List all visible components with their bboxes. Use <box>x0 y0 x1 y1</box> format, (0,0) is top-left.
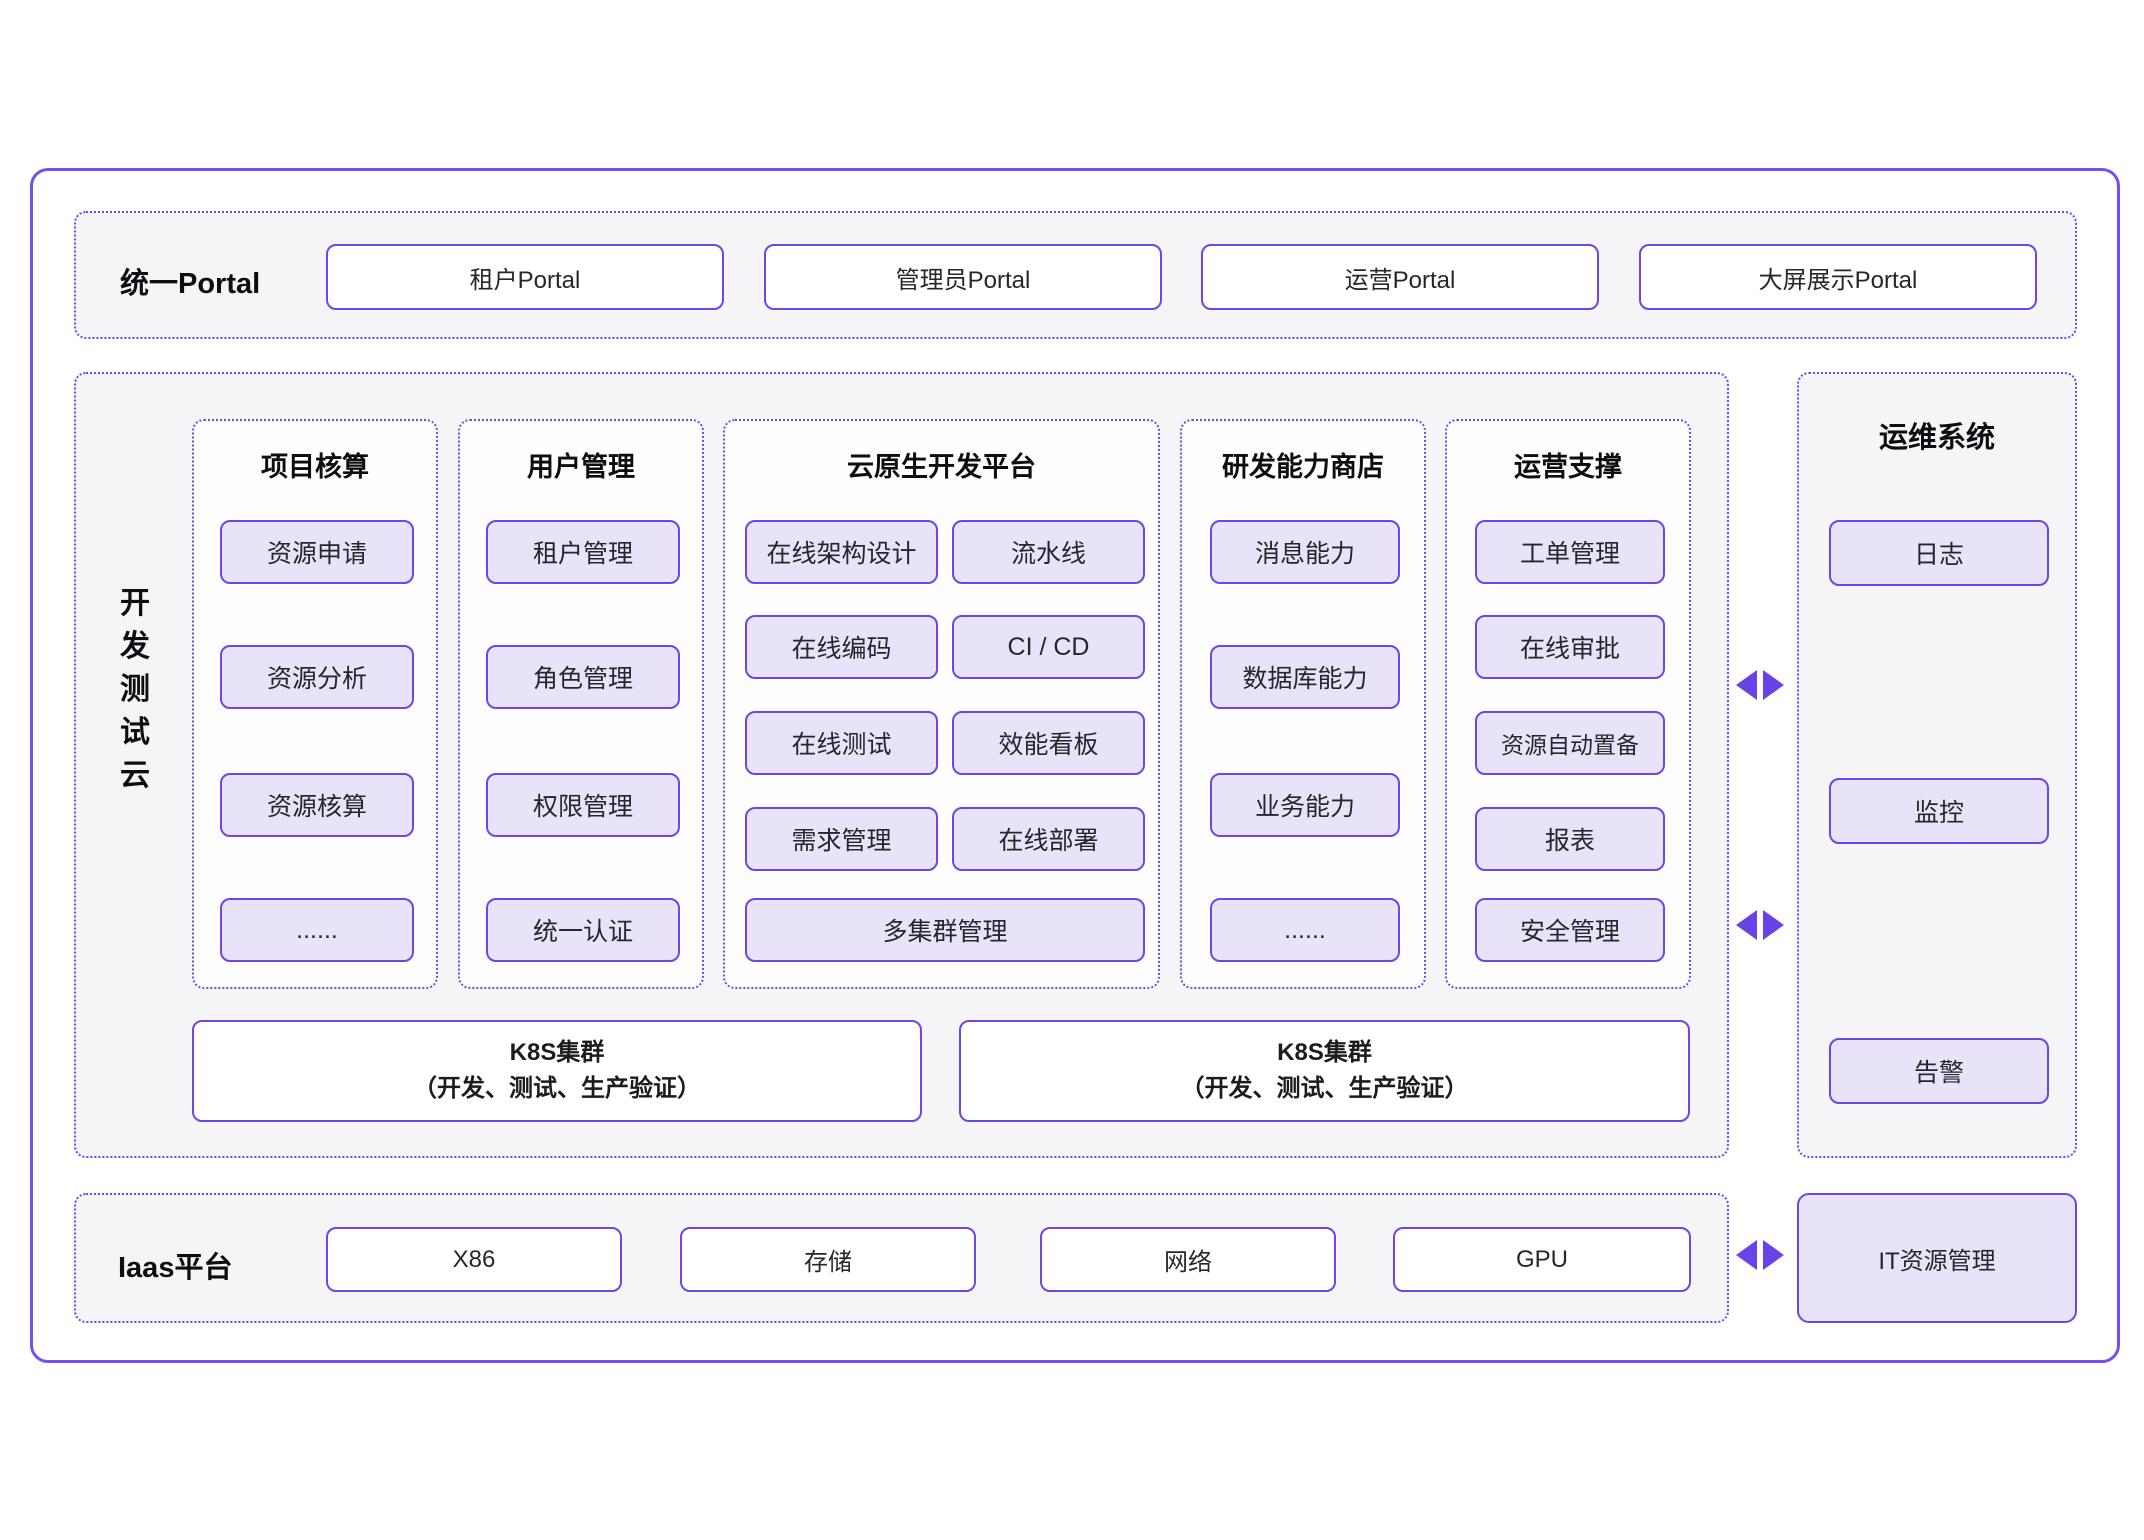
column-title: 用户管理 <box>527 452 635 482</box>
diagram-box: CI / CD <box>952 615 1145 679</box>
diagram-box: 角色管理 <box>486 645 680 709</box>
right-arrow-icon <box>1763 1240 1784 1270</box>
iaas-platform-label: Iaas平台 <box>118 1252 233 1284</box>
bidirectional-arrow <box>1735 1239 1785 1271</box>
admin-portal-box: 管理员Portal <box>764 244 1162 310</box>
diagram-box: 流水线 <box>952 520 1145 584</box>
diagram-box: 在线测试 <box>745 711 938 775</box>
diagram-box: 在线部署 <box>952 807 1145 871</box>
k8s-cluster-box: K8S集群 （开发、测试、生产验证） <box>959 1020 1690 1122</box>
column-title: 运营支撑 <box>1514 452 1622 482</box>
network-box: 网络 <box>1040 1227 1336 1292</box>
unified-portal-section: 统一Portal 租户Portal 管理员Portal 运营Portal 大屏展… <box>74 211 2077 339</box>
ops-system-title: 运维系统 <box>1878 422 1995 454</box>
left-arrow-icon <box>1736 1240 1757 1270</box>
diagram-box: 资源申请 <box>220 520 414 584</box>
bidirectional-arrow <box>1735 669 1785 701</box>
column-user-management: 用户管理 租户管理 角色管理 权限管理 统一认证 <box>458 419 704 989</box>
diagram-box: 工单管理 <box>1475 520 1665 584</box>
diagram-box: 安全管理 <box>1475 898 1665 962</box>
iaas-platform-section: Iaas平台 X86 存储 网络 GPU <box>74 1193 1729 1323</box>
diagram-box: 日志 <box>1829 520 2049 586</box>
column-rd-capability-store: 研发能力商店 消息能力 数据库能力 业务能力 ...... <box>1180 419 1426 989</box>
right-arrow-icon <box>1763 670 1784 700</box>
diagram-box: 资源分析 <box>220 645 414 709</box>
diagram-box: 监控 <box>1829 778 2049 844</box>
storage-box: 存储 <box>680 1227 976 1292</box>
diagram-box: 需求管理 <box>745 807 938 871</box>
column-operation-support: 运营支撑 工单管理 在线审批 资源自动置备 报表 安全管理 <box>1445 419 1691 989</box>
bidirectional-arrow <box>1735 909 1785 941</box>
diagram-box: 数据库能力 <box>1210 645 1400 709</box>
dev-test-cloud-section: 开发测试云 项目核算 资源申请 资源分析 资源核算 ...... 用户管理 租户… <box>74 372 1729 1158</box>
diagram-box: 消息能力 <box>1210 520 1400 584</box>
k8s-cluster-line2: （开发、测试、生产验证） <box>413 1075 701 1102</box>
diagram-box: 统一认证 <box>486 898 680 962</box>
diagram-box: 在线架构设计 <box>745 520 938 584</box>
diagram-box: 多集群管理 <box>745 898 1145 962</box>
column-title: 云原生开发平台 <box>847 452 1036 482</box>
diagram-box: 权限管理 <box>486 773 680 837</box>
diagram-box: ...... <box>1210 898 1400 962</box>
unified-portal-label: 统一Portal <box>120 268 261 300</box>
left-arrow-icon <box>1736 670 1757 700</box>
bigscreen-portal-box: 大屏展示Portal <box>1639 244 2037 310</box>
diagram-box: 资源自动置备 <box>1475 711 1665 775</box>
tenant-portal-box: 租户Portal <box>326 244 724 310</box>
column-title: 项目核算 <box>261 452 369 482</box>
ops-system-section: 运维系统 日志 监控 告警 <box>1797 372 2077 1158</box>
diagram-box: 在线编码 <box>745 615 938 679</box>
x86-box: X86 <box>326 1227 622 1292</box>
column-cloud-native-platform: 云原生开发平台 在线架构设计 流水线 在线编码 CI / CD 在线测试 效能看… <box>723 419 1160 989</box>
diagram-box: ...... <box>220 898 414 962</box>
right-arrow-icon <box>1763 910 1784 940</box>
left-arrow-icon <box>1736 910 1757 940</box>
diagram-box: 业务能力 <box>1210 773 1400 837</box>
column-title: 研发能力商店 <box>1222 452 1384 482</box>
diagram-box: 告警 <box>1829 1038 2049 1104</box>
diagram-box: 在线审批 <box>1475 615 1665 679</box>
it-resource-management-box: IT资源管理 <box>1797 1193 2077 1323</box>
gpu-box: GPU <box>1393 1227 1691 1292</box>
k8s-cluster-line2: （开发、测试、生产验证） <box>1180 1075 1469 1102</box>
diagram-box: 资源核算 <box>220 773 414 837</box>
diagram-box: 报表 <box>1475 807 1665 871</box>
outer-container: 统一Portal 租户Portal 管理员Portal 运营Portal 大屏展… <box>30 168 2120 1363</box>
k8s-cluster-line1: K8S集群 <box>509 1039 605 1066</box>
column-project-accounting: 项目核算 资源申请 资源分析 资源核算 ...... <box>192 419 438 989</box>
operation-portal-box: 运营Portal <box>1201 244 1599 310</box>
diagram-box: 效能看板 <box>952 711 1145 775</box>
k8s-cluster-box: K8S集群 （开发、测试、生产验证） <box>192 1020 922 1122</box>
diagram-box: 租户管理 <box>486 520 680 584</box>
dev-test-cloud-label: 开发测试云 <box>120 587 150 792</box>
k8s-cluster-line1: K8S集群 <box>1277 1039 1372 1066</box>
